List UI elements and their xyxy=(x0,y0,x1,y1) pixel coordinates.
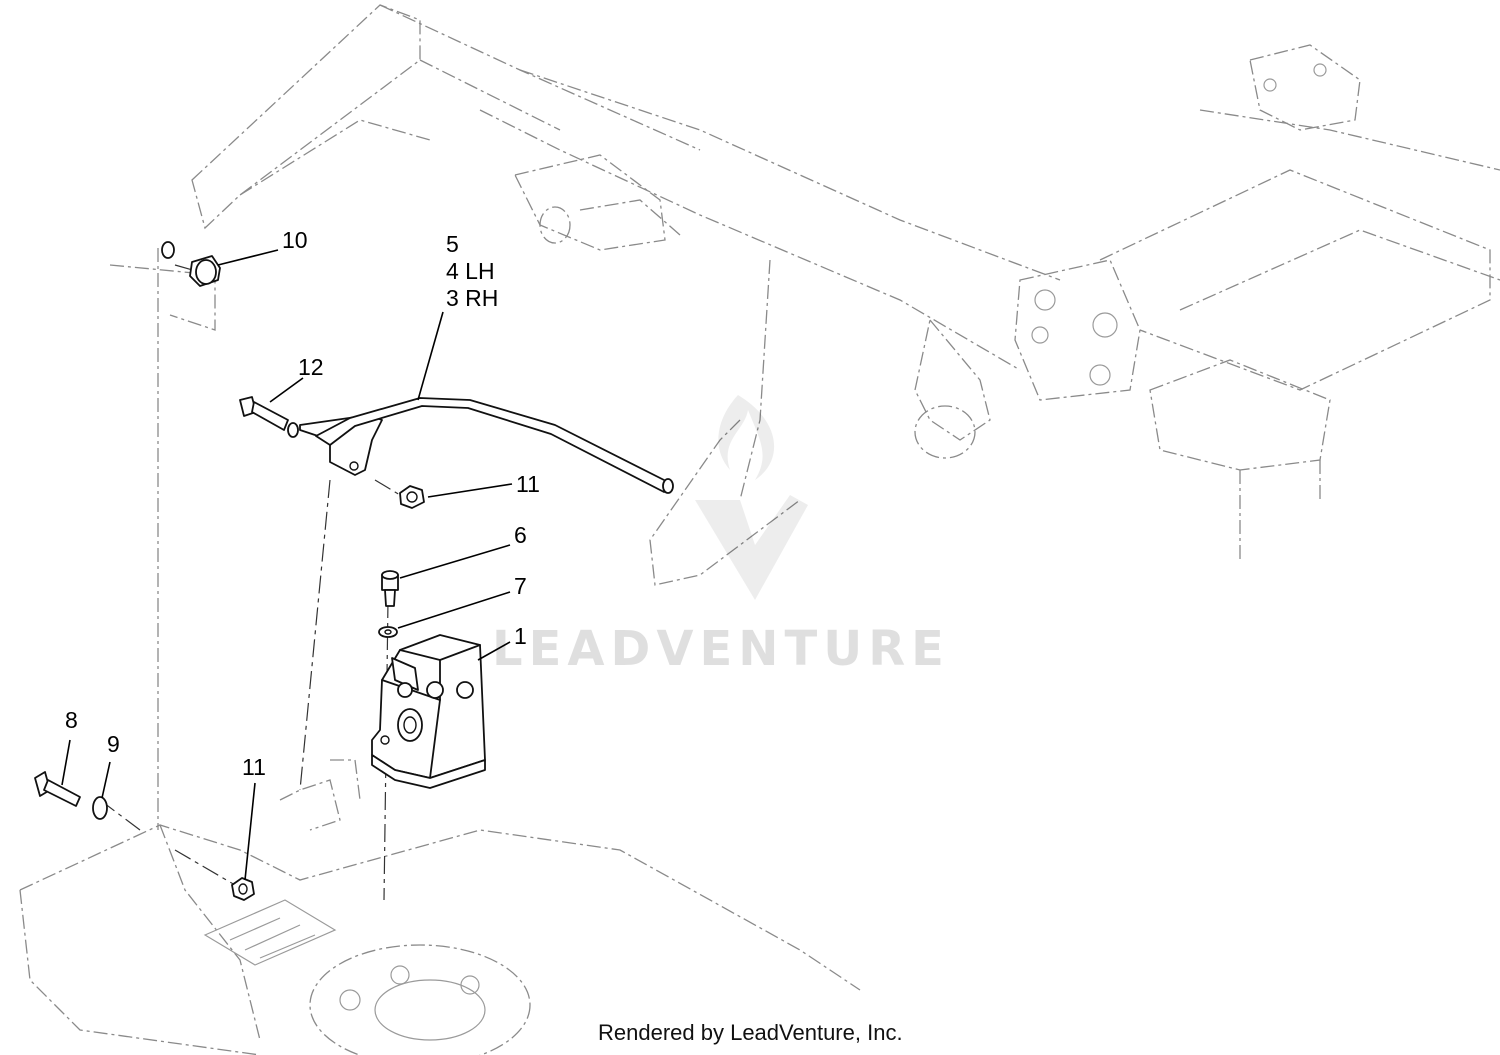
ghost-frame xyxy=(19,4,1500,1055)
callout-3-rh: 3 RH xyxy=(446,285,498,311)
screw-part-6 xyxy=(381,570,399,607)
control-rod-part-5 xyxy=(299,397,674,494)
leader-lines xyxy=(61,249,513,881)
callouts: 10 5 4 LH 3 RH 12 11 6 7 1 8 9 11 xyxy=(65,227,540,780)
callout-11-upper: 11 xyxy=(516,471,540,497)
callout-9: 9 xyxy=(107,731,120,757)
callout-10: 10 xyxy=(282,227,308,253)
callout-8: 8 xyxy=(65,707,78,733)
callout-1: 1 xyxy=(514,623,527,649)
watermark-text: LEADVENTURE xyxy=(492,621,950,677)
bolt-part-12 xyxy=(239,396,299,438)
callout-7: 7 xyxy=(514,573,527,599)
centerlines xyxy=(99,264,401,901)
callout-5: 5 xyxy=(446,231,459,257)
v-logo-icon xyxy=(695,495,808,600)
bolt-part-8 xyxy=(34,771,81,807)
decal xyxy=(203,899,337,966)
nut-part-11-upper xyxy=(399,485,425,509)
pump-part-1 xyxy=(371,634,486,789)
callout-6: 6 xyxy=(514,522,527,548)
washer-part-9 xyxy=(92,796,108,820)
footer-credit: Rendered by LeadVenture, Inc. xyxy=(598,1020,903,1045)
callout-4-lh: 4 LH xyxy=(446,258,495,284)
flame-icon xyxy=(718,395,775,480)
callout-11-lower: 11 xyxy=(242,754,266,780)
washer-part-7 xyxy=(378,626,398,638)
watermark: LEADVENTURE xyxy=(492,395,950,677)
nut-part-11-lower xyxy=(231,877,255,901)
bushing-part-10 xyxy=(161,241,221,287)
callout-12: 12 xyxy=(298,354,324,380)
